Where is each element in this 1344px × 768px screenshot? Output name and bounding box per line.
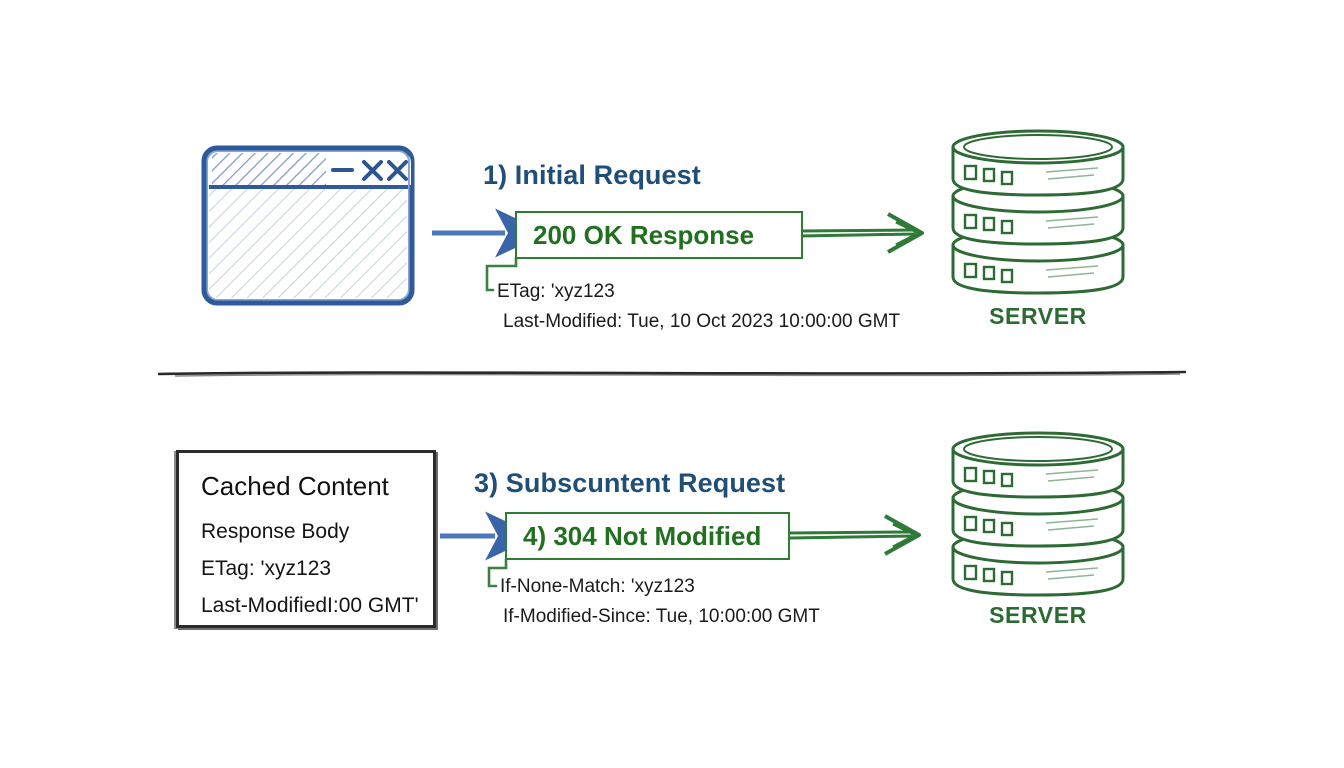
server-label-top: SERVER [989,303,1087,329]
cached-line-etag: ETag: 'xyz123 [201,557,332,580]
server-stack-bottom [951,431,1125,597]
step-heading-subsequent-request: 3) Subscuntent Request [474,468,786,498]
server-led-group [963,466,1014,586]
cached-content-title: Cached Content [201,471,389,501]
status-box-200-ok-label: 200 OK Response [533,219,755,250]
status-box-200-ok: 200 OK Response [515,211,803,259]
callout-bracket-bottom [487,557,508,588]
cached-content-box: Cached Content Response Body ETag: 'xyz1… [176,450,436,628]
cached-line-last-modified: Last-ModifiedI:00 GMT' [201,594,419,617]
callout-bracket-top [485,256,518,292]
detail-if-none-match: If-None-Match: 'xyz123 [500,576,695,597]
window-controls [331,160,408,181]
response-arrow-green-bottom [789,514,921,556]
status-box-304-not-modified-label: 4) 304 Not Modified [523,520,762,551]
status-box-304-not-modified: 4) 304 Not Modified [505,512,790,560]
step-heading-initial-request: 1) Initial Request [483,160,701,190]
server-stack-top [951,129,1125,295]
detail-etag-top: ETag: 'xyz123 [497,281,615,302]
browser-window-graphic [201,145,415,306]
server-led-group [963,164,1014,284]
detail-last-modified-top: Last-Modified: Tue, 10 Oct 2023 10:00:00… [503,311,901,332]
detail-if-modified-since: If-Modified-Since: Tue, 10:00:00 GMT [503,606,820,627]
section-divider [157,370,1187,377]
server-label-bottom: SERVER [989,602,1087,628]
response-arrow-green-top [799,212,924,254]
cached-line-response-body: Response Body [201,520,350,543]
